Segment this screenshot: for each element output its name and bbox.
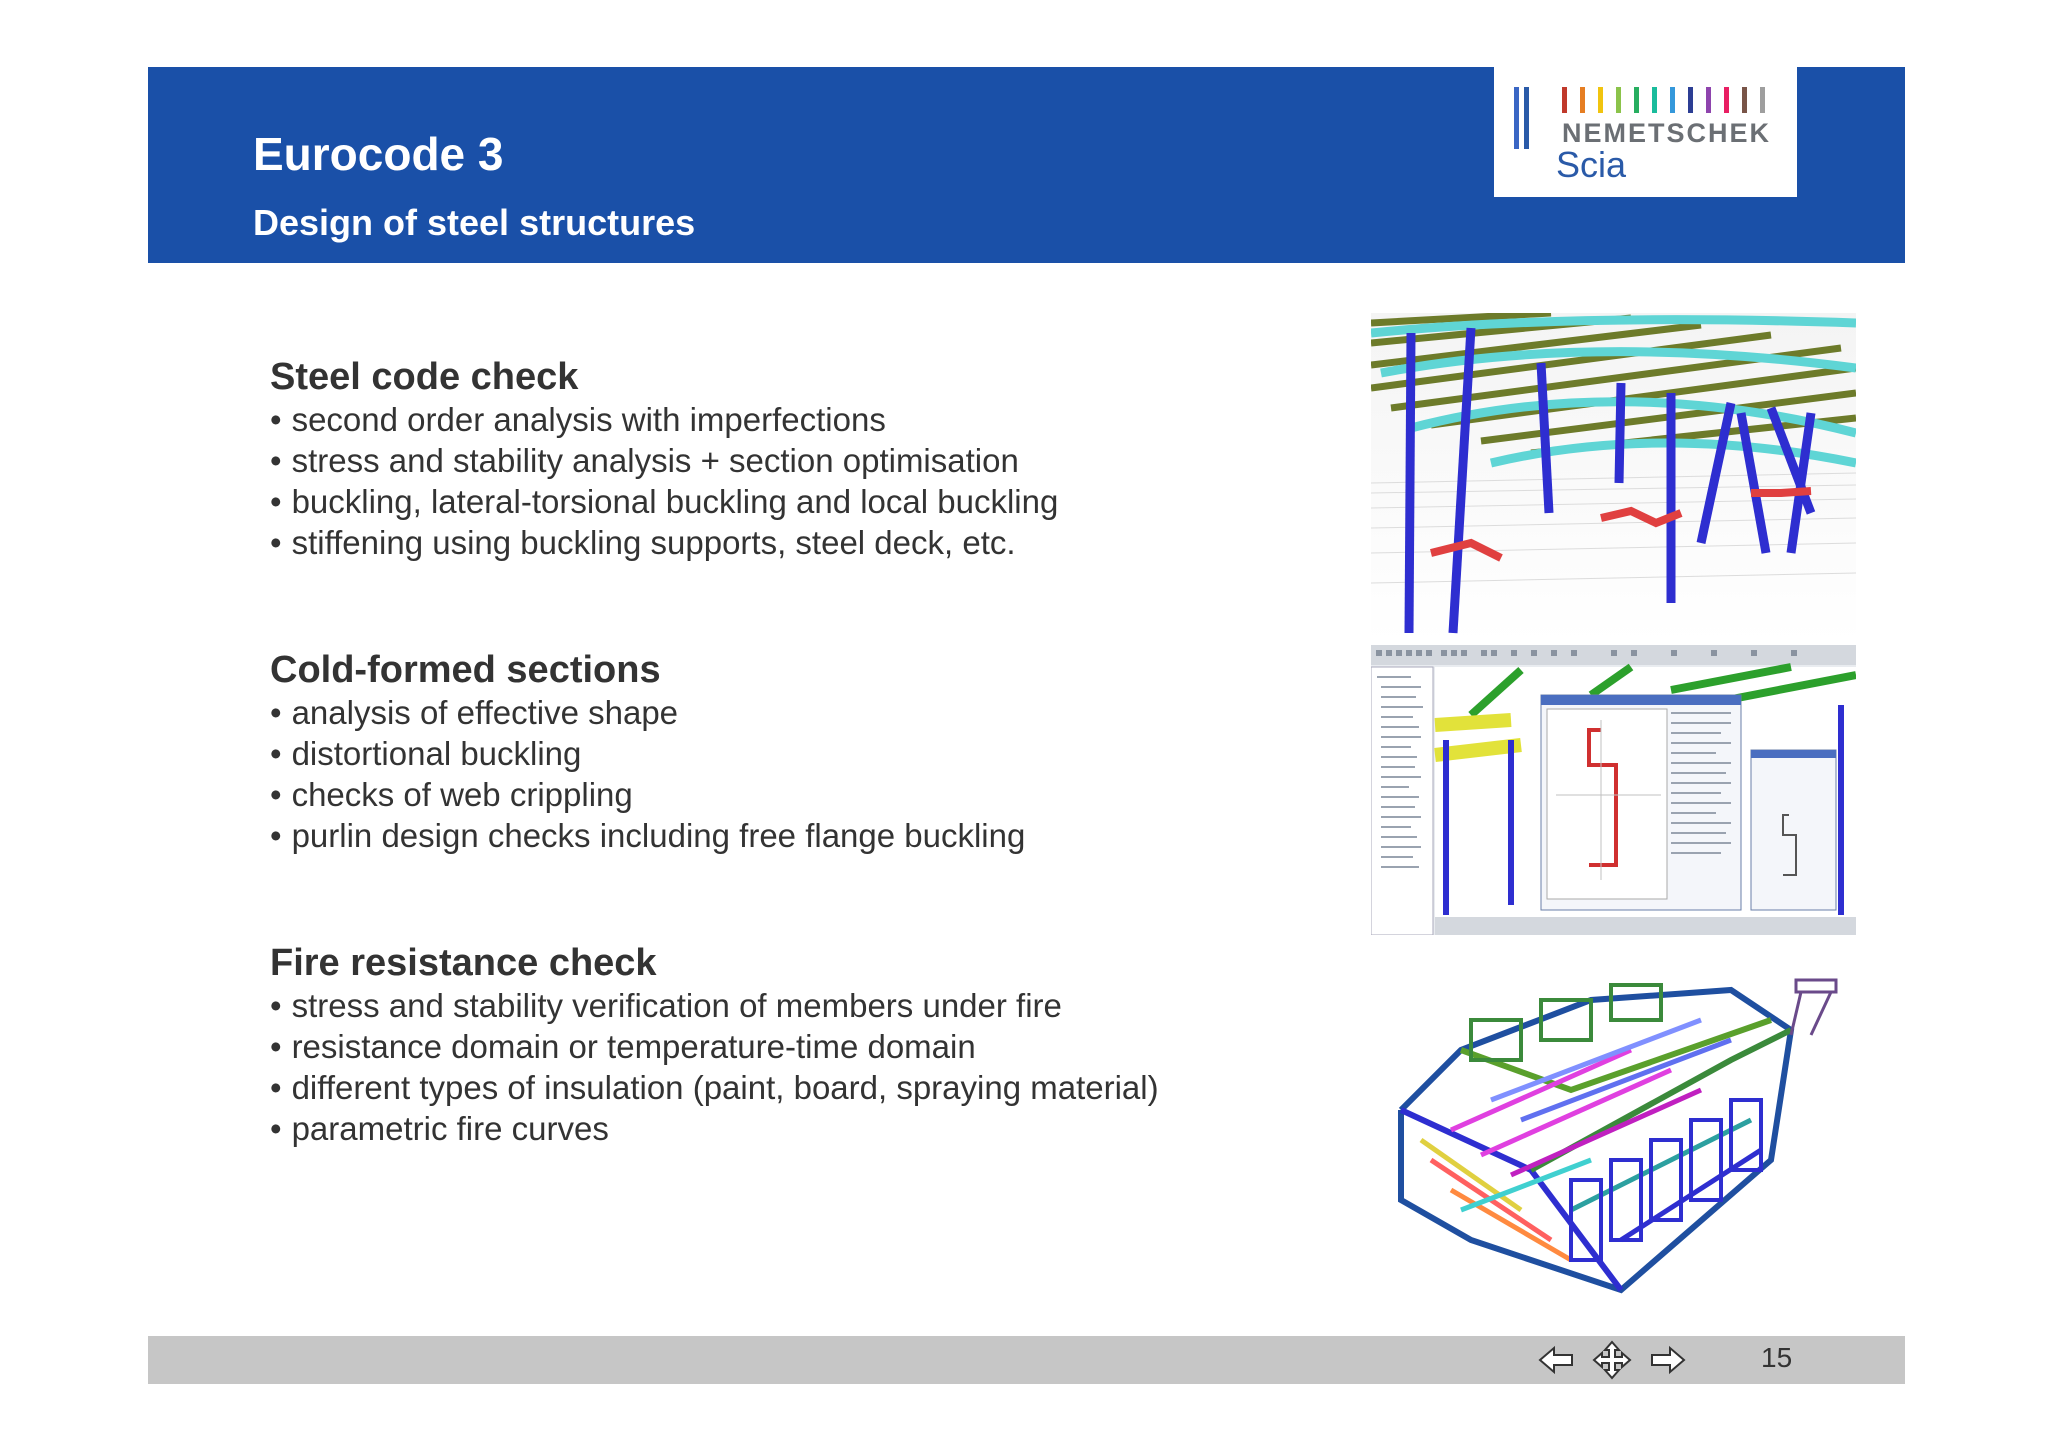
list-item: checks of web crippling <box>270 774 1025 815</box>
logo-bar <box>1562 87 1567 113</box>
page-subtitle: Design of steel structures <box>253 202 696 243</box>
list-item: stiffening using buckling supports, stee… <box>270 522 1058 563</box>
list-item: stress and stability verification of mem… <box>270 985 1159 1026</box>
list-item: parametric fire curves <box>270 1108 1159 1149</box>
section-cold-formed: Cold-formed sections analysis of effecti… <box>270 648 1025 856</box>
footer-bar: 15 <box>148 1336 1905 1384</box>
logo-sub-text: Scia <box>1556 144 1627 185</box>
logo-bar <box>1742 87 1747 113</box>
arrow-right-icon[interactable] <box>1648 1340 1688 1380</box>
logo-bar <box>1670 87 1675 113</box>
logo-bar <box>1634 87 1639 113</box>
nemetschek-logo: NEMETSCHEK Scia <box>1494 67 1797 197</box>
steel-hall-render-image <box>1371 313 1856 643</box>
list-item: analysis of effective shape <box>270 692 1025 733</box>
arrow-left-icon[interactable] <box>1536 1340 1576 1380</box>
list-item: purlin design checks including free flan… <box>270 815 1026 856</box>
logo-bars-icon <box>1514 87 1765 149</box>
logo-bar <box>1760 87 1765 113</box>
list-item: distortional buckling <box>270 733 1025 774</box>
list-item: stress and stability analysis + section … <box>270 440 1058 481</box>
section-heading: Fire resistance check <box>270 942 657 984</box>
list-item: buckling, lateral-torsional buckling and… <box>270 481 1059 522</box>
section-steel-code-check: Steel code check second order analysis w… <box>270 355 1058 563</box>
page-number: 15 <box>1761 1342 1793 1373</box>
section-fire-resistance: Fire resistance check stress and stabili… <box>270 941 1159 1149</box>
logo-brand-text: NEMETSCHEK <box>1562 118 1772 148</box>
header-bar: Eurocode 3 Design of steel structures NE… <box>148 67 1905 263</box>
logo-bar <box>1688 87 1693 113</box>
logo-bar <box>1706 87 1711 113</box>
steel-frame-render-image <box>1371 960 1856 1300</box>
list-item: resistance domain or temperature-time do… <box>270 1026 1159 1067</box>
bullet-list: stress and stability verification of mem… <box>270 985 1159 1149</box>
page-title: Eurocode 3 <box>253 128 504 180</box>
bullet-list: analysis of effective shape distortional… <box>270 692 1026 856</box>
logo-bar <box>1652 87 1657 113</box>
section-heading: Cold-formed sections <box>270 649 661 691</box>
logo-bar <box>1616 87 1621 113</box>
section-heading: Steel code check <box>270 356 579 398</box>
logo-bar <box>1724 87 1729 113</box>
move-icon[interactable] <box>1590 1340 1634 1380</box>
list-item: different types of insulation (paint, bo… <box>270 1067 1159 1108</box>
logo-bar <box>1580 87 1585 113</box>
software-screenshot-image <box>1371 645 1856 935</box>
logo-bar <box>1598 87 1603 113</box>
bullet-list: second order analysis with imperfections… <box>270 399 1059 563</box>
list-item: second order analysis with imperfections <box>270 399 1058 440</box>
